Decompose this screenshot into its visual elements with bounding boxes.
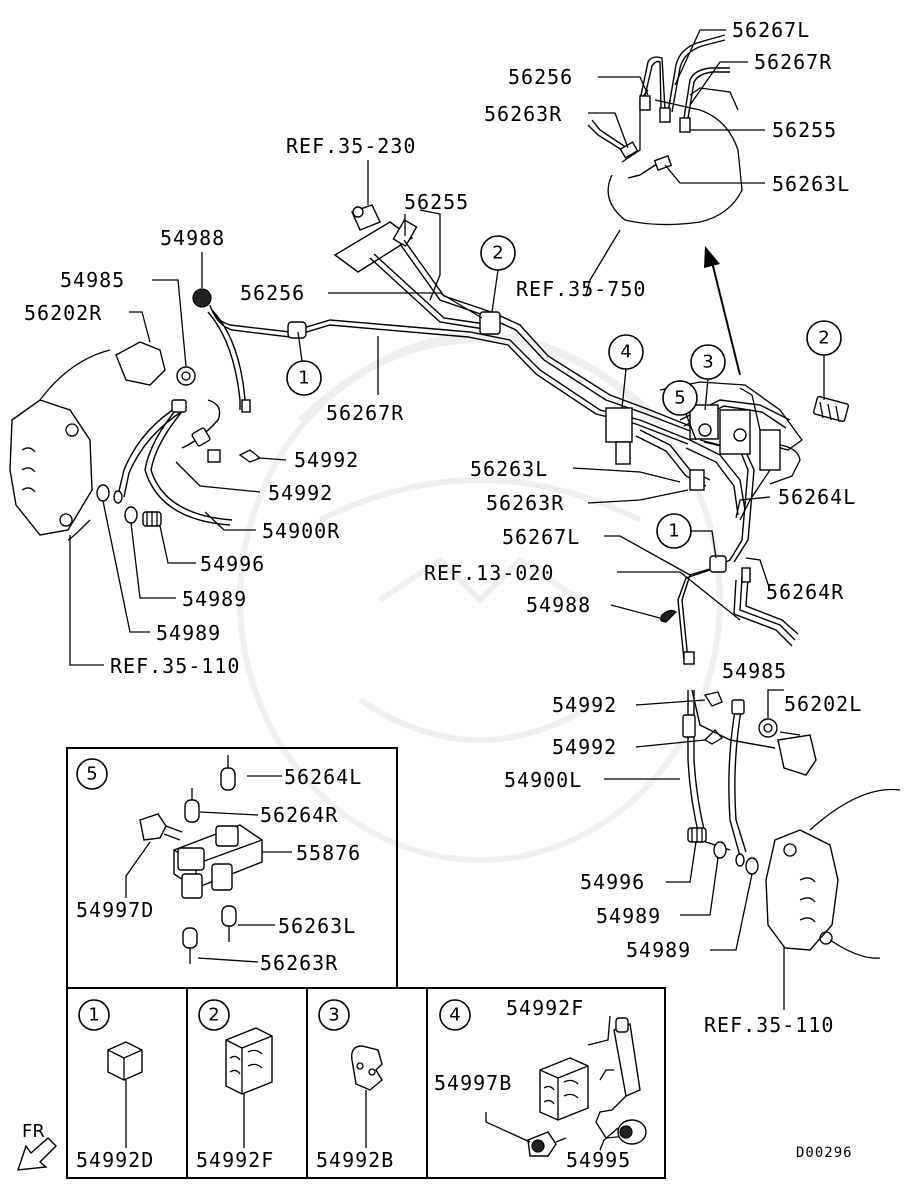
label-54988-b: 54988 xyxy=(526,593,591,617)
detail-boxes-row: 1 54992D 2 54992F 3 54992B 4 xyxy=(66,987,666,1179)
label-56264R: 56264R xyxy=(766,580,844,604)
svg-text:4: 4 xyxy=(449,1005,460,1026)
callout-3-upper: 3 xyxy=(690,344,726,380)
left-wheel-caliper xyxy=(9,288,262,541)
detail5-label-54997D: 54997D xyxy=(76,898,154,922)
detail5-label-56263L: 56263L xyxy=(278,914,356,938)
svg-text:2: 2 xyxy=(208,1005,219,1026)
callout-4-upper: 4 xyxy=(608,334,644,370)
label-56255-top: 56255 xyxy=(772,118,837,142)
label-ref-35-110-a: REF.35-110 xyxy=(110,654,240,678)
svg-text:5: 5 xyxy=(674,388,685,409)
direction-arrow xyxy=(704,246,741,376)
label-ref-35-110-b: REF.35-110 xyxy=(704,1013,834,1037)
label-56267R-top: 56267R xyxy=(754,50,832,74)
label-ref-13-020: REF.13-020 xyxy=(424,561,554,585)
label-56256-top: 56256 xyxy=(508,65,573,89)
detail4-label-54995: 54995 xyxy=(566,1148,631,1172)
label-54985-a: 54985 xyxy=(60,268,125,292)
label-54988-a: 54988 xyxy=(160,226,225,250)
detail-4-bracket: 4 54992F 54997B 54995 xyxy=(434,996,647,1172)
svg-text:1: 1 xyxy=(88,1005,99,1026)
label-56263L-top: 56263L xyxy=(772,172,850,196)
callout-1-lower: 1 xyxy=(656,513,692,549)
label-54989-d: 54989 xyxy=(626,938,691,962)
label-54992-b: 54992 xyxy=(268,481,333,505)
svg-text:3: 3 xyxy=(328,1005,339,1026)
label-56256-mid: 56256 xyxy=(240,281,305,305)
detail3-label-54992B: 54992B xyxy=(316,1148,394,1172)
svg-text:1: 1 xyxy=(668,521,679,542)
detail5-label-56264L: 56264L xyxy=(284,765,362,789)
front-orientation-indicator: FR xyxy=(16,1121,57,1171)
label-54900R: 54900R xyxy=(262,519,340,543)
diagram-code: D00296 xyxy=(796,1145,853,1161)
label-ref-35-230: REF.35-230 xyxy=(286,134,416,158)
abs-junction-unit xyxy=(605,381,803,521)
svg-text:2: 2 xyxy=(818,328,829,349)
callout-5-upper: 5 xyxy=(662,380,698,416)
detail5-label-56264R: 56264R xyxy=(260,803,338,827)
svg-text:4: 4 xyxy=(620,342,631,363)
detail5-label-55876: 55876 xyxy=(296,841,361,865)
detail-3-clip: 3 54992B xyxy=(316,999,394,1172)
label-54900L: 54900L xyxy=(504,768,582,792)
label-56202L: 56202L xyxy=(784,692,862,716)
callout-1-upper: 1 xyxy=(286,360,322,396)
fr-label: FR xyxy=(22,1121,45,1142)
label-56267L-top: 56267L xyxy=(732,18,810,42)
right-wheel-caliper xyxy=(660,609,901,959)
callout-circles: 1 2 4 3 5 2 1 xyxy=(286,235,842,559)
label-54996-a: 54996 xyxy=(200,552,265,576)
proportioning-valve xyxy=(333,204,495,331)
detail2-label-54992F: 54992F xyxy=(196,1148,274,1172)
leader-lines xyxy=(69,29,801,1010)
svg-text:3: 3 xyxy=(702,352,713,373)
detail-2-clip: 2 54992F xyxy=(196,999,274,1172)
label-54989-c: 54989 xyxy=(596,904,661,928)
svg-text:1: 1 xyxy=(298,368,309,389)
callout-2-right: 2 xyxy=(806,320,842,356)
detail4-label-54992F: 54992F xyxy=(506,996,584,1020)
label-54985-b: 54985 xyxy=(722,659,787,683)
label-54992-d: 54992 xyxy=(552,735,617,759)
label-ref-35-750: REF.35-750 xyxy=(516,277,646,301)
detail-1-clip: 1 54992D xyxy=(76,999,154,1172)
part-labels: 56267L 56256 56267R 56263R 56255 56263L … xyxy=(24,18,862,1037)
label-56267R-mid: 56267R xyxy=(326,401,404,425)
label-54992-a: 54992 xyxy=(294,448,359,472)
detail-5-box: 5 56264L 56264R 55876 54997D 56263L 5626… xyxy=(66,747,398,989)
callout-2-upper: 2 xyxy=(480,235,516,271)
label-56263L-mid: 56263L xyxy=(470,457,548,481)
svg-text:5: 5 xyxy=(86,764,97,785)
detail1-label-54992D: 54992D xyxy=(76,1148,154,1172)
label-54996-b: 54996 xyxy=(580,870,645,894)
master-cylinder-unit xyxy=(587,34,743,256)
label-54989-b: 54989 xyxy=(156,621,221,645)
label-56202R: 56202R xyxy=(24,301,102,325)
clip-2-part xyxy=(812,395,850,423)
label-56267L-mid: 56267L xyxy=(502,525,580,549)
label-54992-c: 54992 xyxy=(552,693,617,717)
svg-text:2: 2 xyxy=(492,243,503,264)
main-brake-lines xyxy=(207,304,799,661)
label-56263R-top: 56263R xyxy=(484,102,562,126)
detail5-label-56263R: 56263R xyxy=(260,951,338,975)
label-56263R-mid: 56263R xyxy=(486,491,564,515)
label-56255-mid: 56255 xyxy=(404,190,469,214)
label-56264L: 56264L xyxy=(778,485,856,509)
detail4-label-54997B: 54997B xyxy=(434,1071,512,1095)
label-54989-a: 54989 xyxy=(182,587,247,611)
